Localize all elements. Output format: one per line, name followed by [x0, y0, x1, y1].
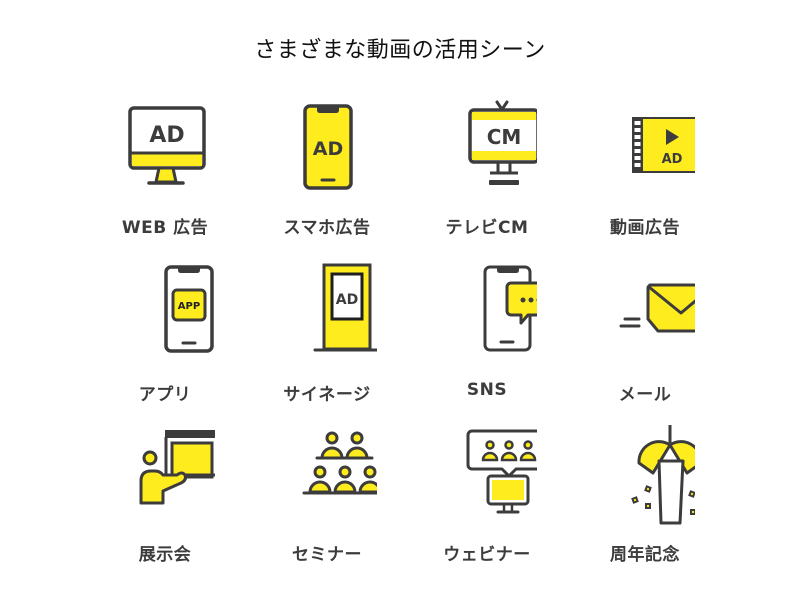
- page-title: さまざまな動画の活用シーン: [254, 38, 546, 63]
- kusudama-celebration-icon: [595, 425, 695, 525]
- film-strip-play-ad-icon: AD: [595, 100, 695, 200]
- desktop-monitor-ad-icon: AD: [115, 100, 215, 200]
- svg-text:CM: CM: [487, 125, 522, 149]
- digital-signage-icon: AD: [277, 262, 377, 362]
- scene-label: 展示会: [138, 545, 192, 565]
- scene-label: ウェビナー: [443, 545, 531, 565]
- scene-label: サイネージ: [283, 385, 371, 405]
- scene-label: WEB 広告: [121, 218, 209, 238]
- scene-label: セミナー: [292, 545, 362, 565]
- smartphone-ad-icon: AD: [277, 100, 377, 200]
- scene-label: スマホ広告: [283, 218, 371, 238]
- television-cm-icon: CM: [437, 100, 537, 200]
- smartphone-chat-bubble-icon: [437, 262, 537, 362]
- scene-label: 周年記念: [610, 545, 680, 565]
- scene-label: SNS: [466, 380, 508, 400]
- svg-text:AD: AD: [313, 138, 343, 160]
- envelope-mail-icon: [595, 262, 695, 362]
- scene-label: メール: [618, 385, 672, 405]
- svg-text:APP: APP: [178, 301, 200, 312]
- exhibition-presenter-icon: [115, 425, 215, 525]
- svg-text:AD: AD: [662, 152, 683, 167]
- smartphone-app-icon: APP: [115, 262, 215, 362]
- svg-text:AD: AD: [149, 123, 184, 148]
- webinar-monitor-icon: [437, 425, 537, 525]
- scene-label: アプリ: [138, 385, 192, 405]
- svg-text:AD: AD: [336, 292, 358, 308]
- scene-label: テレビCM: [445, 218, 529, 238]
- scene-label: 動画広告: [610, 218, 680, 238]
- seminar-audience-icon: [277, 425, 377, 525]
